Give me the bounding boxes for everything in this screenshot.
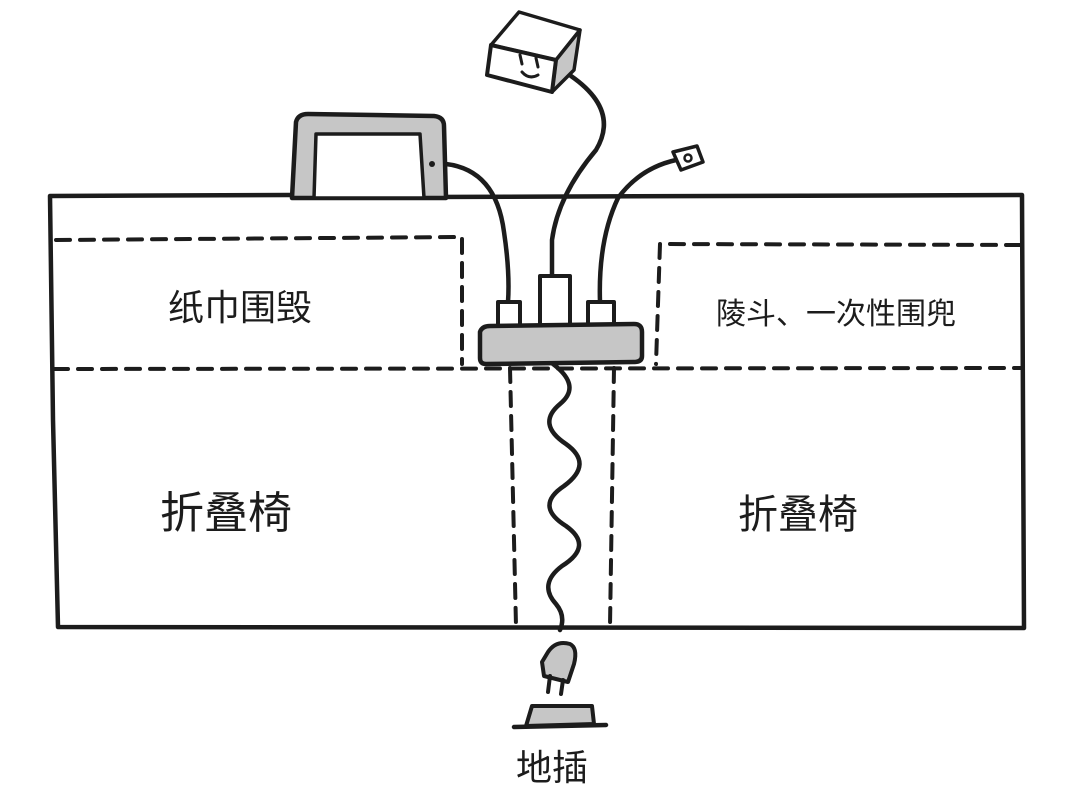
socket-cube-icon [485, 10, 582, 94]
label-bottom-right: 折叠椅 [738, 492, 858, 538]
label-floor-socket: 地插 [516, 748, 588, 789]
top-left-compartment [54, 235, 464, 366]
floor-socket-icon [511, 704, 609, 730]
horizontal-divider [52, 366, 1024, 371]
usb-cable [597, 157, 679, 305]
tablet-icon [289, 111, 449, 201]
power-strip-icon [477, 321, 645, 367]
tablet-cable [443, 161, 511, 305]
outer-box [47, 192, 1027, 631]
channel-right-wall [608, 366, 616, 628]
usb-plug-icon [671, 144, 705, 172]
power-plug-icon [540, 641, 578, 696]
top-right-compartment [654, 242, 1022, 366]
plug-center [538, 274, 572, 330]
channel-left-wall [508, 366, 518, 628]
label-top-right: 陵斗、一次性围兜 [716, 297, 956, 332]
coiled-power-cord [546, 361, 582, 633]
label-top-left: 纸巾围毁 [168, 288, 312, 329]
socket-cube-cable [549, 73, 607, 285]
label-bottom-left: 折叠椅 [160, 488, 292, 539]
